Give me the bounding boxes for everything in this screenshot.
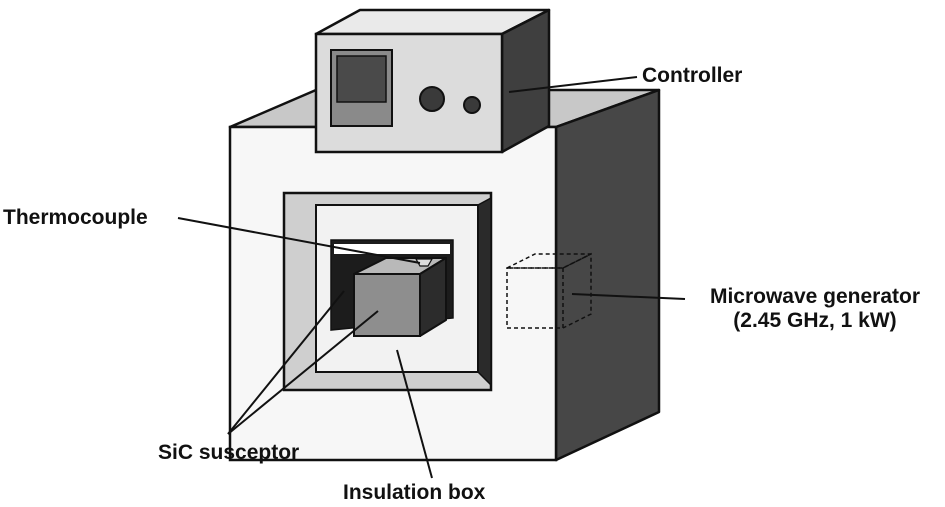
susceptor-front-face [353, 273, 421, 337]
generator-front-dashed [506, 267, 564, 329]
microwave-generator-leader [571, 293, 686, 300]
sic-susceptor-leader-1 [227, 290, 345, 435]
insulation-box-leader [396, 349, 433, 479]
controller-display-screen [336, 55, 387, 103]
oven-side-face [554, 88, 661, 462]
controller-knob-large [419, 86, 445, 112]
sic-susceptor-leader-2 [227, 310, 379, 435]
microwave-generator-label-line1: Microwave generator [709, 285, 921, 308]
controller-knob-small [463, 96, 481, 114]
insulation-box-label: Insulation box [343, 481, 486, 504]
controller-label: Controller [642, 64, 743, 87]
sic-susceptor-label: SiC susceptor [158, 441, 300, 464]
microwave-generator-box [506, 252, 592, 329]
generator-side-dashed [562, 252, 592, 329]
thermocouple-leader [177, 217, 421, 264]
insulation-cavity-slot [334, 244, 450, 254]
controller-side-face [500, 8, 551, 154]
microwave-generator-label: Microwave generator (2.45 GHz, 1 kW) [688, 285, 942, 333]
sic-susceptor-block [353, 257, 447, 337]
cavity-inner-side [477, 196, 492, 387]
thermocouple-label: Thermocouple [3, 206, 148, 229]
controller-leader [508, 76, 638, 93]
leader-lines [177, 76, 686, 479]
microwave-generator-label-line2: (2.45 GHz, 1 kW) [733, 309, 897, 333]
controller-unit [314, 8, 551, 154]
